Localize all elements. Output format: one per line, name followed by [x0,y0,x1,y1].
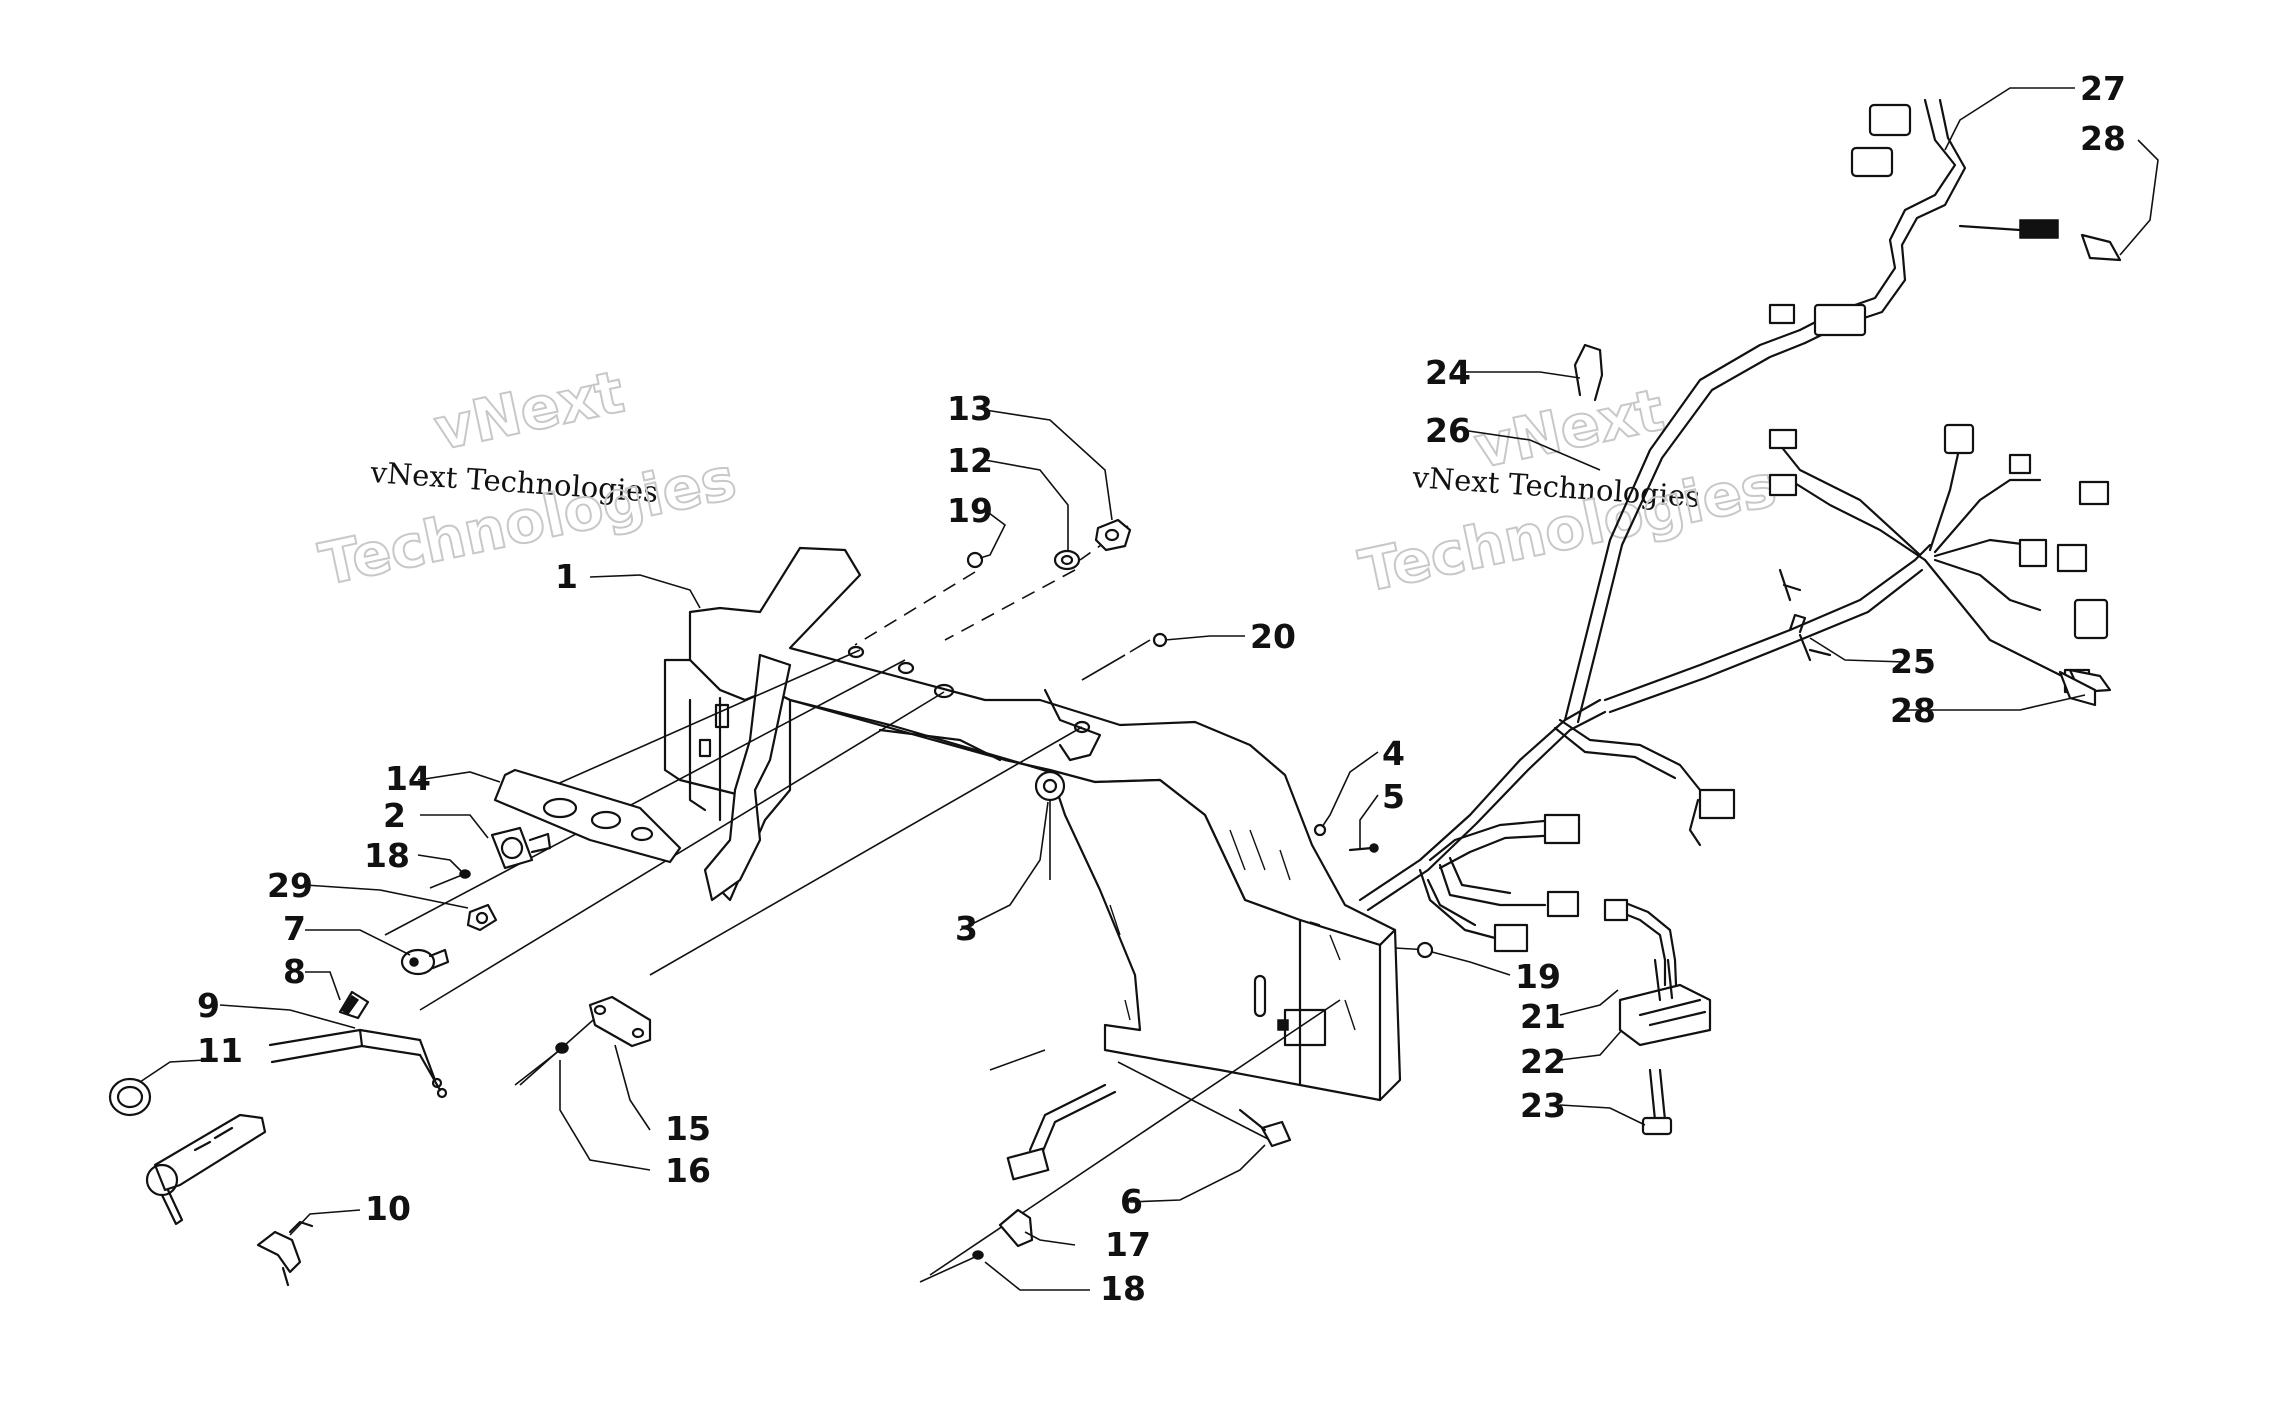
callout-3: 3 [955,909,978,948]
callout-9: 9 [197,986,220,1025]
callout-13: 13 [947,389,993,428]
callout-18-upper: 18 [364,836,410,875]
callout-29: 29 [267,866,313,905]
ring-part-11 [108,1077,152,1117]
callout-2: 2 [383,796,406,835]
lower-connector-lead [1006,1083,1117,1181]
callout-21: 21 [1520,997,1566,1036]
knob-part-17 [998,1208,1034,1248]
callout-5: 5 [1382,777,1405,816]
callout-27: 27 [2080,69,2126,108]
regulator-part-22 [1603,898,1712,1047]
watermark-left: vNext vNext Technologies Technologies [313,357,743,600]
callout-20: 20 [1250,617,1296,656]
washer-part-4 [1313,823,1327,837]
callout-22: 22 [1520,1042,1566,1081]
bulb-part-8 [338,990,370,1020]
connector-27-a [1868,103,1912,137]
washer-part-19-lower [1416,941,1434,959]
screw-part-18-lower [919,1250,984,1283]
screw-part-5 [1348,843,1379,853]
callout-12: 12 [947,441,993,480]
callout-7: 7 [283,909,306,948]
screw-part-16 [514,1042,569,1086]
washer-part-12 [1053,549,1081,571]
ignition-assembly [145,1113,267,1226]
washer-part-19-upper [966,551,984,569]
bracket-part-15 [588,995,652,1048]
callout-25: 25 [1890,642,1936,681]
callout-6: 6 [1120,1182,1143,1221]
bolt-part-23 [1641,1068,1673,1136]
callout-24: 24 [1425,353,1471,392]
callout-16: 16 [665,1151,711,1190]
callout-4: 4 [1382,734,1405,773]
callout-11: 11 [197,1031,243,1070]
switch-part-2 [490,826,552,870]
watermark-right: vNext vNext Technologies Technologies [1353,375,1783,607]
callout-labels: 1 14 2 18 29 7 8 9 11 10 15 16 3 6 17 18… [197,69,2126,1308]
callout-19-upper: 19 [947,491,993,530]
grommet-part-3 [1034,770,1066,802]
nut-part-13 [1094,518,1132,552]
callout-28-lower: 28 [1890,691,1936,730]
dash-plate-part-14 [493,768,682,864]
screw-part-18-upper [429,869,471,889]
washer-part-20 [1152,632,1168,648]
callout-1: 1 [555,557,578,596]
callout-19-lower: 19 [1515,957,1561,996]
connector-28-top [2019,219,2059,239]
screw-part-6 [1238,1108,1292,1148]
socket-part-7 [400,948,450,976]
connector-27-b [1850,146,1894,178]
callout-28-upper: 28 [2080,119,2126,158]
callout-18-lower: 18 [1100,1269,1146,1308]
clip-part-10 [256,1220,314,1287]
callout-15: 15 [665,1109,711,1148]
callout-14: 14 [385,759,431,798]
cable-part-9 [268,1028,448,1099]
callout-23: 23 [1520,1086,1566,1125]
callout-10: 10 [365,1189,411,1228]
callout-17: 17 [1105,1225,1151,1264]
callout-26: 26 [1425,411,1471,450]
callout-leaders [139,87,2159,1291]
callout-8: 8 [283,952,306,991]
wiring-harness [1358,98,2122,1136]
watermark-left-big-top: vNext [429,358,630,464]
nut-part-29 [466,903,498,932]
